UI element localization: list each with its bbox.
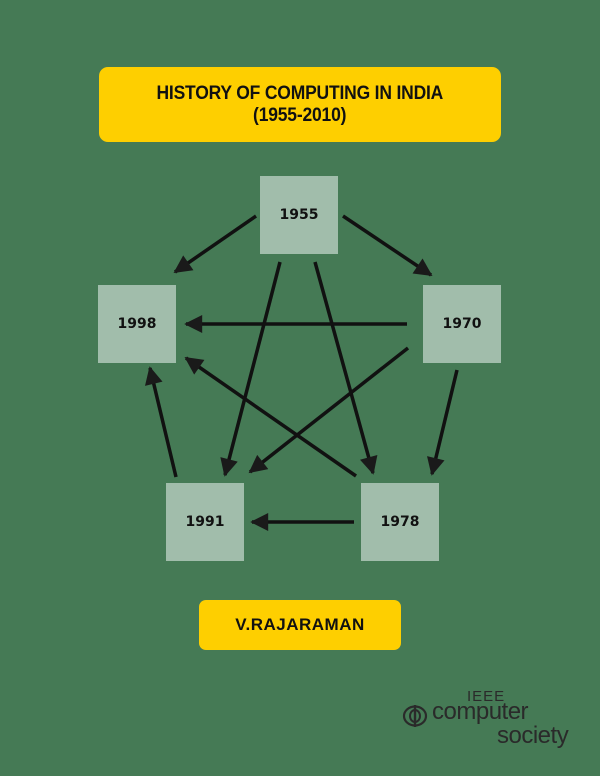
- ieee-phi-icon: [402, 705, 428, 727]
- arrow-1978-to-1998: [184, 356, 357, 478]
- arrow-1955-to-1978: [313, 261, 378, 475]
- logo-society-text: society: [497, 722, 569, 749]
- node-1991: 1991: [166, 483, 244, 561]
- title-line-1: HISTORY OF COMPUTING IN INDIA: [156, 82, 444, 104]
- author-banner: V.RAJARAMAN: [199, 600, 401, 650]
- arrow-1955-to-1970: [342, 214, 433, 277]
- arrow-1991-to-1998: [145, 366, 178, 478]
- node-1998: 1998: [98, 285, 176, 363]
- node-1978-label: 1978: [380, 514, 420, 530]
- publisher-logo: IEEE computer society: [402, 688, 572, 758]
- node-1991-label: 1991: [185, 514, 225, 530]
- node-1998-label: 1998: [117, 316, 157, 332]
- author-name: V.RAJARAMAN: [235, 615, 365, 634]
- logo-ieee-text: IEEE: [467, 688, 506, 705]
- node-1978: 1978: [361, 483, 439, 561]
- node-1955-label: 1955: [279, 207, 319, 223]
- title-line-2: (1955-2010): [253, 104, 347, 126]
- title-banner: HISTORY OF COMPUTING IN INDIA (1955-2010…: [99, 67, 501, 142]
- node-1970-label: 1970: [442, 316, 482, 332]
- node-1970: 1970: [423, 285, 501, 363]
- arrow-1955-to-1998: [173, 214, 257, 274]
- arrow-1970-to-1991: [248, 346, 410, 474]
- logo-computer-text: computer: [432, 698, 529, 725]
- arrow-1955-to-1991: [220, 261, 282, 477]
- arrow-1970-to-1978: [427, 369, 459, 476]
- node-1955: 1955: [260, 176, 338, 254]
